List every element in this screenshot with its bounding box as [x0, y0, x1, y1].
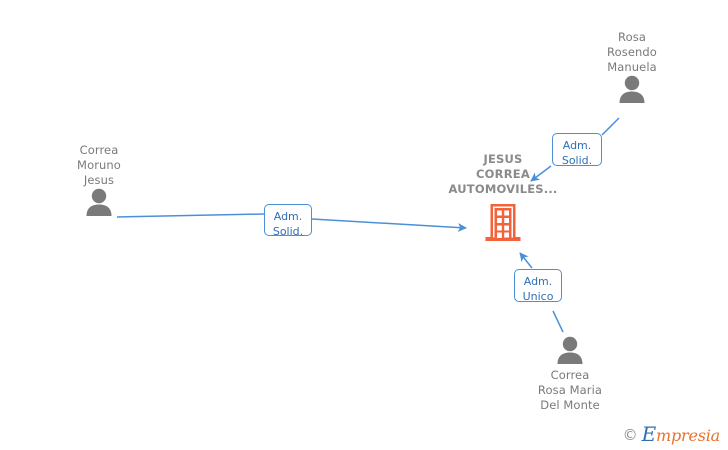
- company-name-label: JESUS CORREA AUTOMOVILES...: [448, 152, 558, 196]
- person-icon: [86, 188, 112, 216]
- person-node-correa-rosa-maria-del-monte[interactable]: Correa Rosa Maria Del Monte: [505, 336, 635, 413]
- edge-left-label-to-company: [311, 218, 467, 233]
- company-node[interactable]: JESUS CORREA AUTOMOVILES...: [418, 152, 588, 244]
- person-name-label: Correa Rosa Maria Del Monte: [537, 368, 603, 412]
- brand-rest: mpresia: [656, 426, 720, 445]
- edge-rosa-to-label: [601, 117, 620, 136]
- person-icon: [557, 336, 583, 364]
- person-name-label: Rosa Rosendo Manuela: [607, 30, 657, 74]
- person-node-rosa-rosendo-manuela[interactable]: Rosa Rosendo Manuela: [567, 30, 697, 103]
- copyright-icon: ©: [622, 425, 638, 444]
- brand-initial: E: [641, 422, 657, 446]
- person-name-label: Correa Moruno Jesus: [77, 143, 121, 187]
- relation-label-adm-solid-top-right[interactable]: Adm. Solid.: [552, 133, 602, 167]
- building-icon: [485, 204, 521, 241]
- relation-label-adm-solid-left[interactable]: Adm. Solid.: [264, 204, 312, 238]
- edge-label-to-company-top: [530, 165, 552, 182]
- person-node-correa-moruno-jesus[interactable]: Correa Moruno Jesus: [34, 143, 164, 216]
- edge-label-to-company-bottom: [519, 252, 533, 269]
- brand-logo: Empresia: [642, 424, 721, 445]
- person-icon: [619, 75, 645, 103]
- edge-bottom-person-to-label: [552, 310, 564, 333]
- edge-left-person-to-label: [116, 213, 265, 218]
- watermark: © Empresia: [622, 424, 721, 445]
- relation-label-adm-unico-bottom[interactable]: Adm. Unico: [514, 269, 562, 303]
